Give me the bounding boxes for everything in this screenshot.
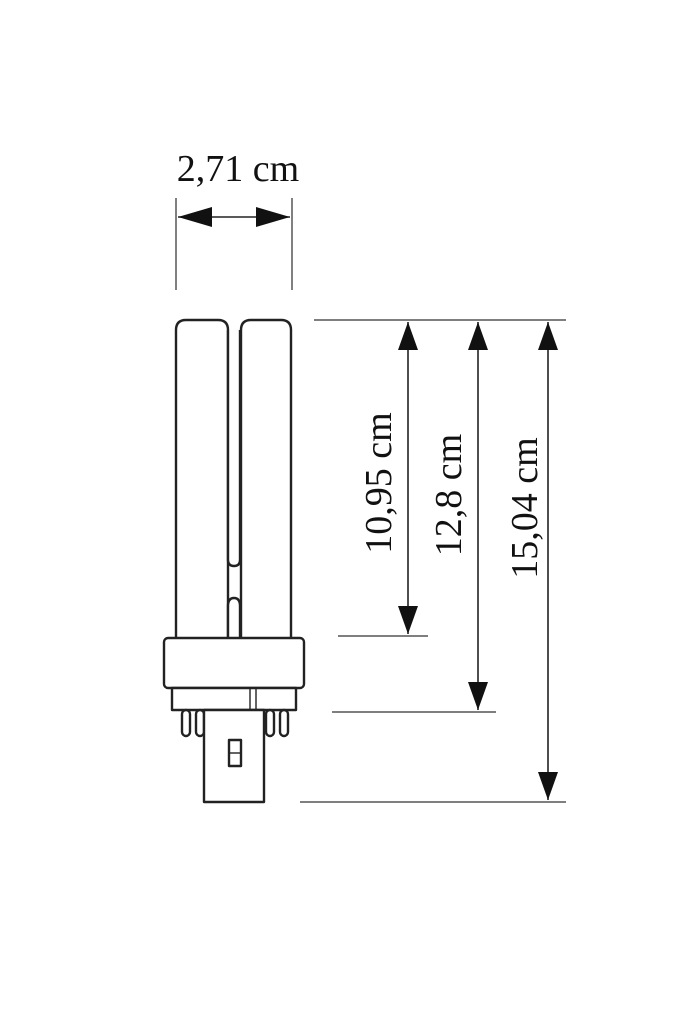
base-cap (170, 686, 298, 712)
right-tube (239, 318, 293, 642)
height-1-arrow-bottom (398, 606, 418, 634)
height-2-arrow-top (468, 322, 488, 350)
height-dimension-1: 10,95 cm (358, 322, 418, 634)
width-label: 2,71 cm (177, 148, 299, 190)
height-dimension-2: 12,8 cm (428, 322, 488, 710)
base-collar (162, 636, 306, 690)
height-1-arrow-top (398, 322, 418, 350)
height-3-arrow-top (538, 322, 558, 350)
height-3-arrow-bottom (538, 772, 558, 800)
bridge-slot (226, 596, 242, 640)
height-2-arrow-bottom (468, 682, 488, 710)
reference-lines (300, 319, 566, 803)
width-arrow-right (256, 207, 290, 227)
height-2-label: 12,8 cm (428, 434, 470, 556)
lamp-drawing (162, 318, 306, 804)
pin-right-1 (264, 708, 276, 738)
height-1-label: 10,95 cm (358, 412, 400, 553)
left-tube (174, 318, 230, 642)
height-3-label: 15,04 cm (504, 437, 546, 578)
pin-right-2 (278, 708, 290, 738)
width-arrow-left (178, 207, 212, 227)
width-dimension: 2,71 cm (175, 148, 299, 290)
pin-left-1 (180, 708, 192, 738)
tube-gap (226, 330, 242, 568)
height-dimension-3: 15,04 cm (504, 322, 558, 800)
